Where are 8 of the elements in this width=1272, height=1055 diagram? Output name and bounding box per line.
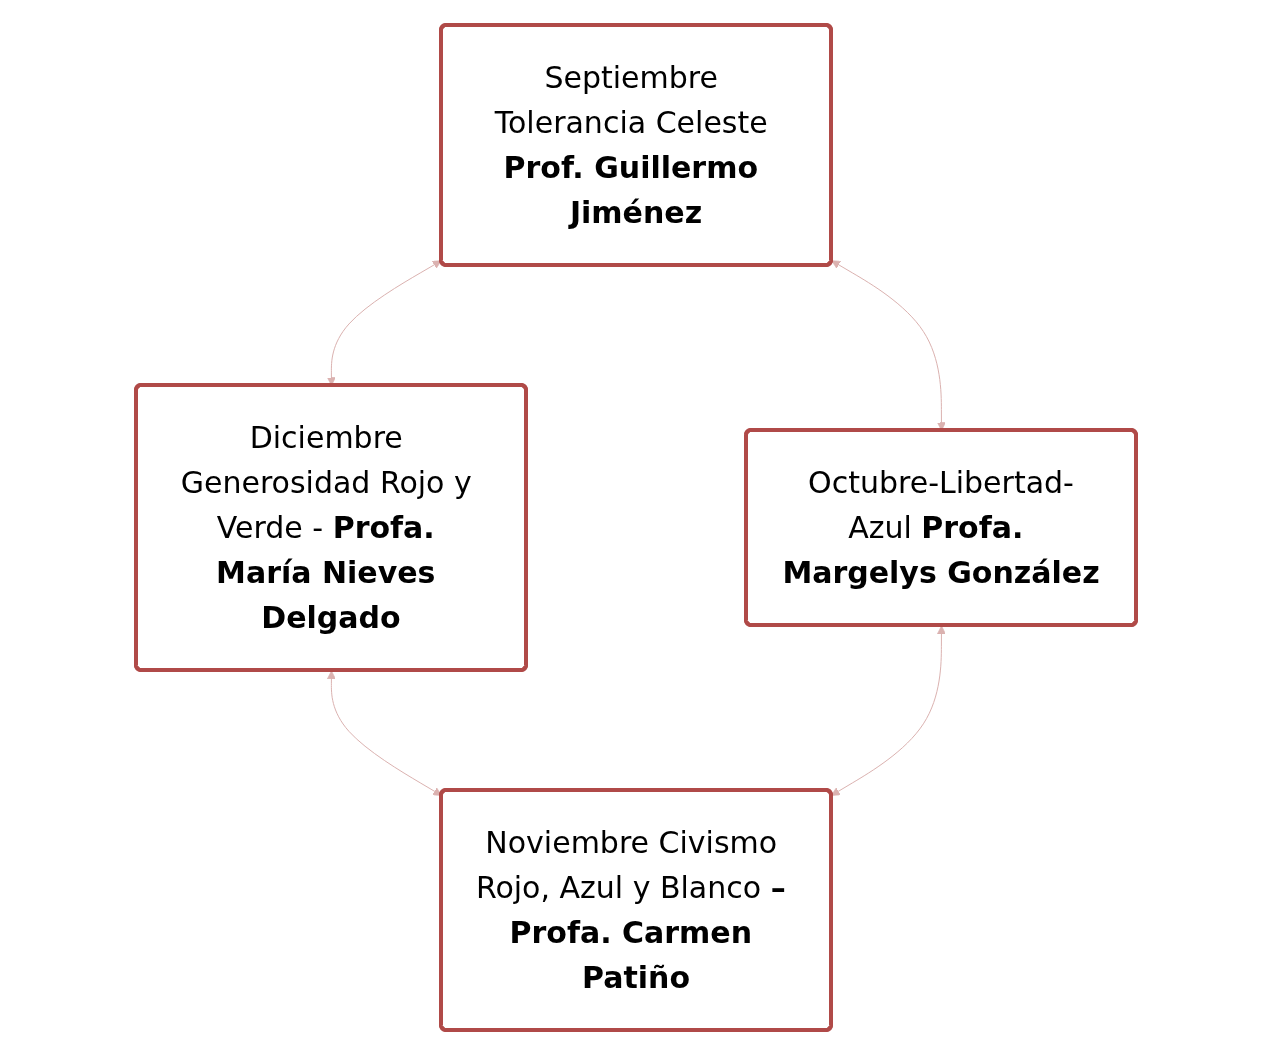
node-text: Septiembre Tolerancia Celeste Prof. Guillermo Jiménez (494, 60, 768, 230)
node-text: Diciembre Generosidad Rojo y Verde - Profa. María Nieves Delgado (180, 420, 472, 635)
arrow (831, 625, 946, 796)
node-text: Noviembre Civismo Rojo, Azul y Blanco – Profa. Carmen Patiño (475, 825, 786, 995)
arrow (831, 260, 946, 431)
node-text: Octubre-Libertad-Azul Profa. Margelys González (782, 465, 1100, 590)
arrow (327, 260, 442, 386)
arrow (327, 670, 442, 796)
